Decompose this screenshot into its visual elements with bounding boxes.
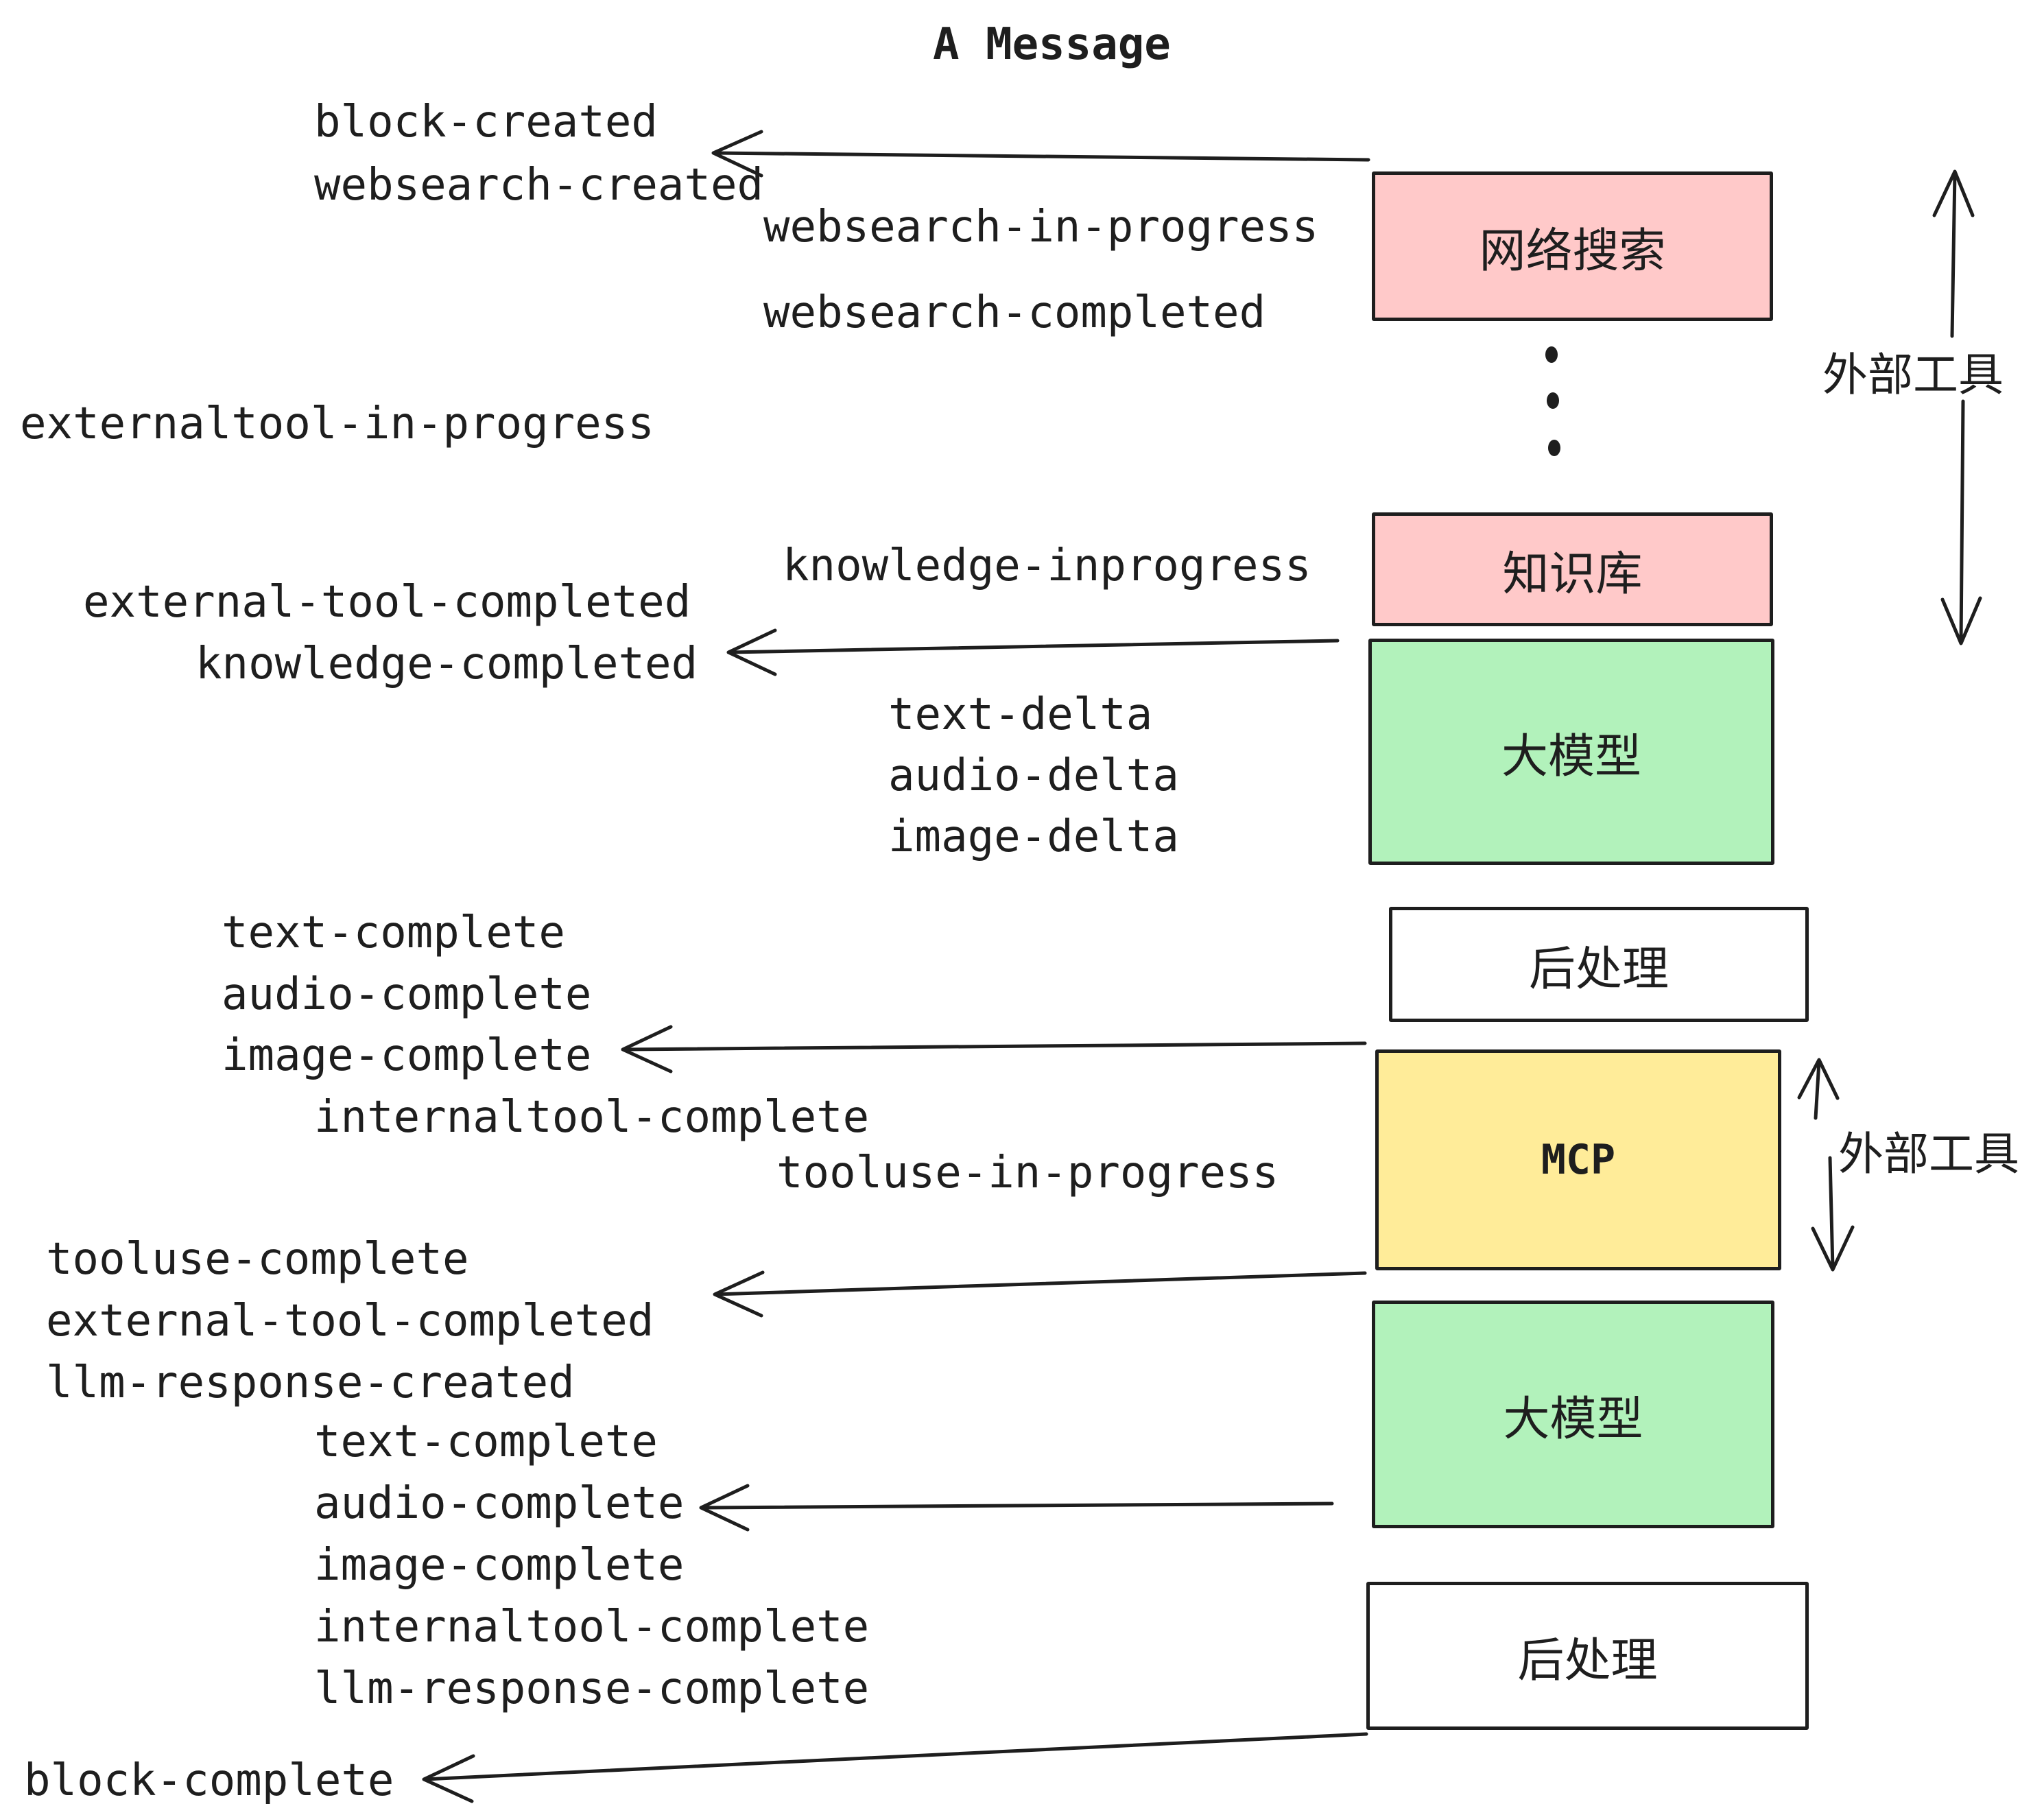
event-label-websearch-created: websearch-created bbox=[314, 160, 764, 211]
post-process-box-2-label: 后处理 bbox=[1517, 1633, 1658, 1688]
event-label-llm-response-complete: llm-response-complete bbox=[314, 1663, 870, 1714]
event-label-tooluse-in-progress: tooluse-in-progress bbox=[776, 1148, 1279, 1198]
event-label-text-complete: text-complete bbox=[222, 907, 565, 958]
llm-box-1: 大模型 bbox=[1368, 639, 1774, 865]
mcp-box: MCP bbox=[1375, 1049, 1781, 1270]
event-label-llm-response-created: llm-response-created bbox=[46, 1357, 575, 1408]
event-label-audio-complete-2: audio-complete bbox=[314, 1478, 685, 1529]
event-label-external-tool-completed: external-tool-completed bbox=[83, 577, 691, 628]
external-tools-up-arrow-2 bbox=[1797, 1058, 1840, 1120]
websearch-box: 网络搜索 bbox=[1372, 171, 1773, 321]
event-label-external-tool-completed-2: external-tool-completed bbox=[46, 1296, 654, 1346]
event-label-internaltool-complete: internaltool-complete bbox=[314, 1092, 870, 1143]
external-tools-down-arrow bbox=[1940, 399, 1982, 645]
arrow-internal-complete bbox=[621, 1025, 1367, 1073]
event-label-tooluse-complete: tooluse-complete bbox=[46, 1234, 469, 1285]
llm-box-1-label: 大模型 bbox=[1501, 729, 1641, 784]
external-tools-label-bottom: 外部工具 bbox=[1838, 1128, 2019, 1180]
external-tools-label-top: 外部工具 bbox=[1822, 348, 2004, 401]
knowledge-box: 知识库 bbox=[1372, 512, 1773, 626]
mcp-box-label: MCP bbox=[1541, 1136, 1616, 1184]
llm-box-2-label: 大模型 bbox=[1503, 1392, 1643, 1447]
event-label-externaltool-in-progress: externaltool-in-progress bbox=[20, 399, 654, 449]
external-tools-up-arrow bbox=[1932, 169, 1975, 338]
ellipsis-dots-icon bbox=[1545, 346, 1560, 456]
post-process-box-1: 后处理 bbox=[1389, 907, 1809, 1022]
event-label-internaltool-complete-2: internaltool-complete bbox=[314, 1602, 870, 1652]
event-label-text-delta: text-delta bbox=[888, 689, 1153, 740]
post-process-box-2: 后处理 bbox=[1366, 1582, 1809, 1730]
websearch-box-label: 网络搜索 bbox=[1479, 224, 1666, 278]
knowledge-box-label: 知识库 bbox=[1502, 547, 1643, 602]
event-label-audio-delta: audio-delta bbox=[888, 750, 1179, 801]
arrow-knowledge-completed bbox=[726, 628, 1340, 676]
arrow-websearch-created bbox=[711, 130, 1370, 178]
event-label-websearch-completed: websearch-completed bbox=[763, 287, 1266, 338]
event-label-block-complete: block-complete bbox=[24, 1755, 394, 1804]
event-label-audio-complete: audio-complete bbox=[222, 969, 592, 1020]
page-title: A Message bbox=[933, 19, 1171, 70]
event-label-block-created: block-created bbox=[314, 97, 658, 147]
event-label-knowledge-inprogress: knowledge-inprogress bbox=[783, 541, 1311, 591]
event-label-image-complete-2: image-complete bbox=[314, 1540, 685, 1591]
event-label-websearch-in-progress: websearch-in-progress bbox=[763, 202, 1319, 252]
arrow-tooluse-complete bbox=[713, 1270, 1367, 1318]
arrow-llm-response bbox=[699, 1484, 1334, 1532]
event-label-text-complete-2: text-complete bbox=[314, 1416, 658, 1467]
post-process-box-1-label: 后处理 bbox=[1528, 942, 1669, 997]
event-label-image-complete: image-complete bbox=[222, 1030, 592, 1081]
event-label-image-delta: image-delta bbox=[888, 811, 1179, 862]
arrow-block-complete bbox=[422, 1732, 1368, 1803]
llm-box-2: 大模型 bbox=[1372, 1301, 1774, 1528]
event-label-knowledge-completed: knowledge-completed bbox=[195, 639, 698, 689]
